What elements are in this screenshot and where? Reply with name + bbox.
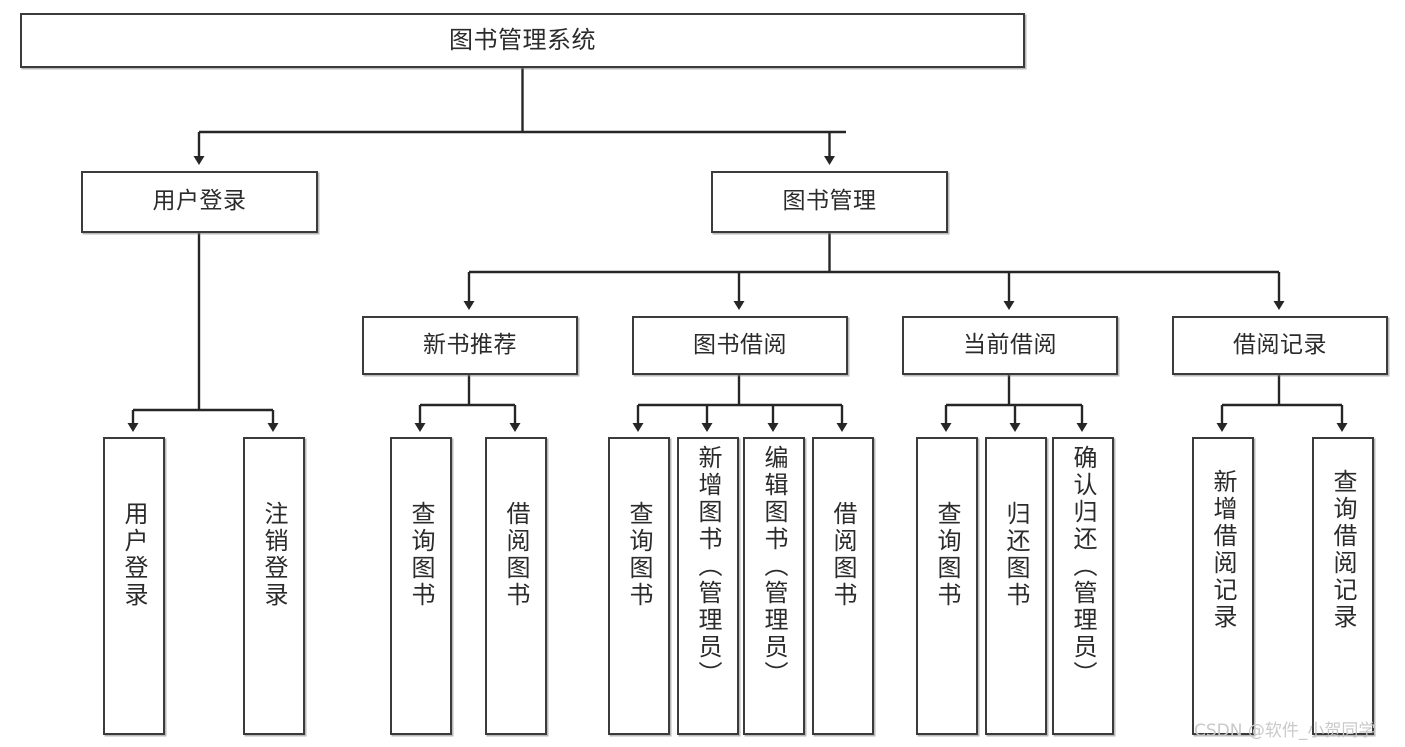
node-leaf-query-record-label: 查询借阅记录 — [1329, 469, 1357, 631]
node-leaf-borrow-book-2-label: 借阅图书 — [829, 501, 857, 609]
node-borrow-record[interactable]: 借阅记录 — [1172, 316, 1388, 375]
node-leaf-query-book-3[interactable]: 查询图书 — [916, 437, 978, 735]
node-leaf-user-login[interactable]: 用户登录 — [103, 437, 165, 735]
node-leaf-borrow-book-2[interactable]: 借阅图书 — [812, 437, 874, 735]
node-borrow-record-label: 借阅记录 — [1233, 331, 1327, 358]
node-leaf-logout-label: 注销登录 — [260, 501, 288, 609]
node-book-borrow-label: 图书借阅 — [693, 331, 787, 358]
node-leaf-query-book-2[interactable]: 查询图书 — [608, 437, 670, 735]
node-leaf-borrow-book-1[interactable]: 借阅图书 — [485, 437, 547, 735]
node-leaf-query-book-2-label: 查询图书 — [625, 501, 653, 609]
node-leaf-query-book-1-label: 查询图书 — [407, 501, 435, 609]
node-root[interactable]: 图书管理系统 — [20, 13, 1025, 68]
node-leaf-add-record-label: 新增借阅记录 — [1209, 469, 1237, 631]
node-leaf-edit-book[interactable]: 编辑图书（管理员） — [743, 437, 805, 735]
node-leaf-add-book-label: 新增图书（管理员） — [694, 445, 722, 688]
node-leaf-borrow-book-1-label: 借阅图书 — [502, 501, 530, 609]
node-leaf-edit-book-label: 编辑图书（管理员） — [760, 445, 788, 688]
node-leaf-query-record[interactable]: 查询借阅记录 — [1312, 437, 1374, 735]
node-current-borrow-label: 当前借阅 — [963, 331, 1057, 358]
node-leaf-query-book-1[interactable]: 查询图书 — [390, 437, 452, 735]
node-leaf-add-book[interactable]: 新增图书（管理员） — [677, 437, 739, 735]
node-leaf-logout[interactable]: 注销登录 — [243, 437, 305, 735]
node-user-login-label: 用户登录 — [152, 188, 247, 215]
node-leaf-return-book-label: 归还图书 — [1002, 501, 1030, 609]
node-new-book-recommend[interactable]: 新书推荐 — [362, 316, 578, 375]
node-book-manage[interactable]: 图书管理 — [711, 171, 948, 233]
node-leaf-confirm-return[interactable]: 确认归还（管理员） — [1052, 437, 1114, 735]
node-root-label: 图书管理系统 — [449, 26, 596, 55]
node-new-book-recommend-label: 新书推荐 — [423, 331, 517, 358]
node-book-borrow[interactable]: 图书借阅 — [632, 316, 848, 375]
node-current-borrow[interactable]: 当前借阅 — [902, 316, 1118, 375]
csdn-watermark: CSDN @软件_小贺同学 — [1194, 721, 1376, 741]
node-leaf-add-record[interactable]: 新增借阅记录 — [1192, 437, 1254, 735]
node-book-manage-label: 图书管理 — [782, 188, 877, 215]
node-user-login[interactable]: 用户登录 — [81, 171, 318, 233]
node-leaf-user-login-label: 用户登录 — [120, 501, 148, 609]
node-leaf-query-book-3-label: 查询图书 — [933, 501, 961, 609]
node-leaf-return-book[interactable]: 归还图书 — [985, 437, 1047, 735]
node-leaf-confirm-return-label: 确认归还（管理员） — [1069, 445, 1097, 688]
